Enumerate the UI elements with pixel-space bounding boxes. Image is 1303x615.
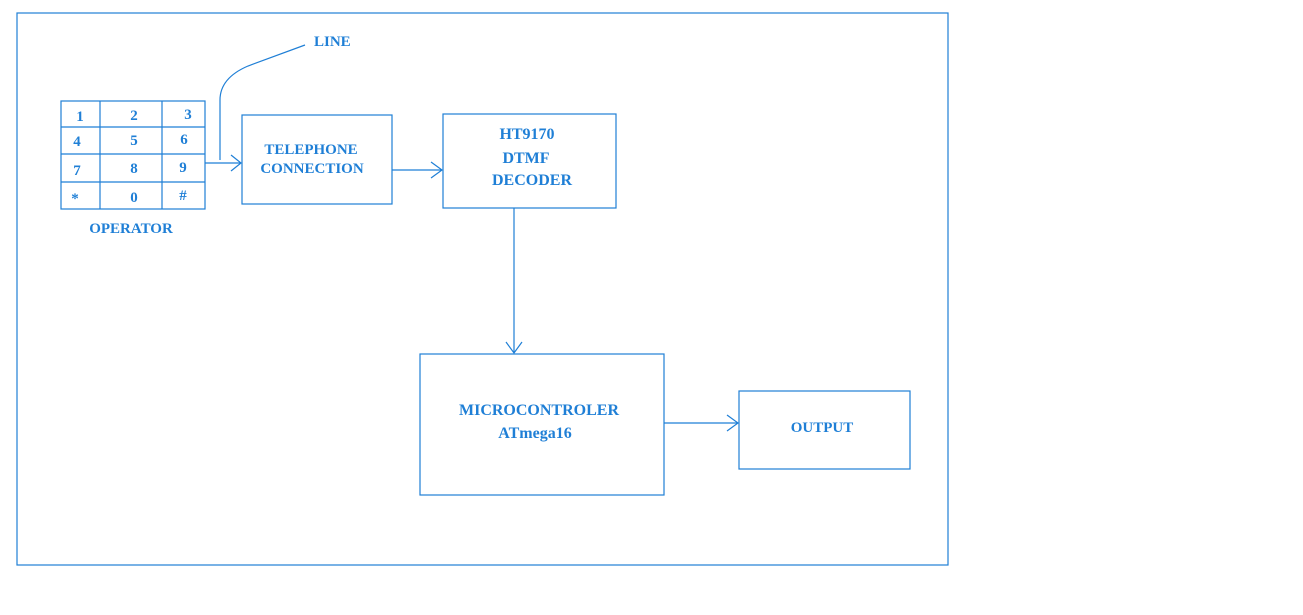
- dtmf-decoder-line2: DTMF: [502, 150, 549, 167]
- keypad: 1 2 3 4 5 6 7 8 9 * 0 #: [60, 100, 206, 210]
- dtmf-decoder-line1: HT9170: [499, 126, 554, 143]
- arrowhead: [230, 154, 242, 172]
- telephone-connection-line1: TELEPHONE: [264, 142, 357, 158]
- keypad-key: 0: [130, 190, 138, 206]
- keypad-key: 7: [73, 163, 81, 179]
- arrowhead: [726, 414, 740, 432]
- arrowhead: [505, 341, 523, 355]
- dtmf-decoder-line3: DECODER: [492, 172, 572, 189]
- keypad-outline: [60, 100, 206, 210]
- telephone-connection-box: [241, 114, 393, 205]
- keypad-key: 9: [179, 160, 187, 176]
- keypad-key: *: [71, 191, 79, 207]
- telephone-connection-line2: CONNECTION: [260, 161, 364, 177]
- microcontroller-line1: MICROCONTROLER: [459, 402, 619, 419]
- keypad-key: 3: [184, 107, 192, 123]
- keypad-label: OPERATOR: [89, 221, 173, 237]
- keypad-key: 4: [73, 134, 81, 150]
- telephone-line-wire: [219, 44, 306, 160]
- output-label: OUTPUT: [791, 420, 854, 436]
- keypad-key: 2: [130, 108, 138, 124]
- microcontroller-line2: ATmega16: [498, 425, 571, 442]
- keypad-key: #: [179, 188, 187, 204]
- diagram-frame: [16, 12, 949, 566]
- arrowhead: [430, 161, 444, 179]
- output-box: [738, 390, 911, 470]
- line-label: LINE: [314, 34, 351, 50]
- keypad-key: 8: [130, 161, 138, 177]
- microcontroller-box: [419, 353, 665, 496]
- keypad-key: 1: [76, 109, 84, 125]
- dtmf-decoder-box: [442, 113, 617, 209]
- keypad-key: 6: [180, 132, 188, 148]
- keypad-key: 5: [130, 133, 138, 149]
